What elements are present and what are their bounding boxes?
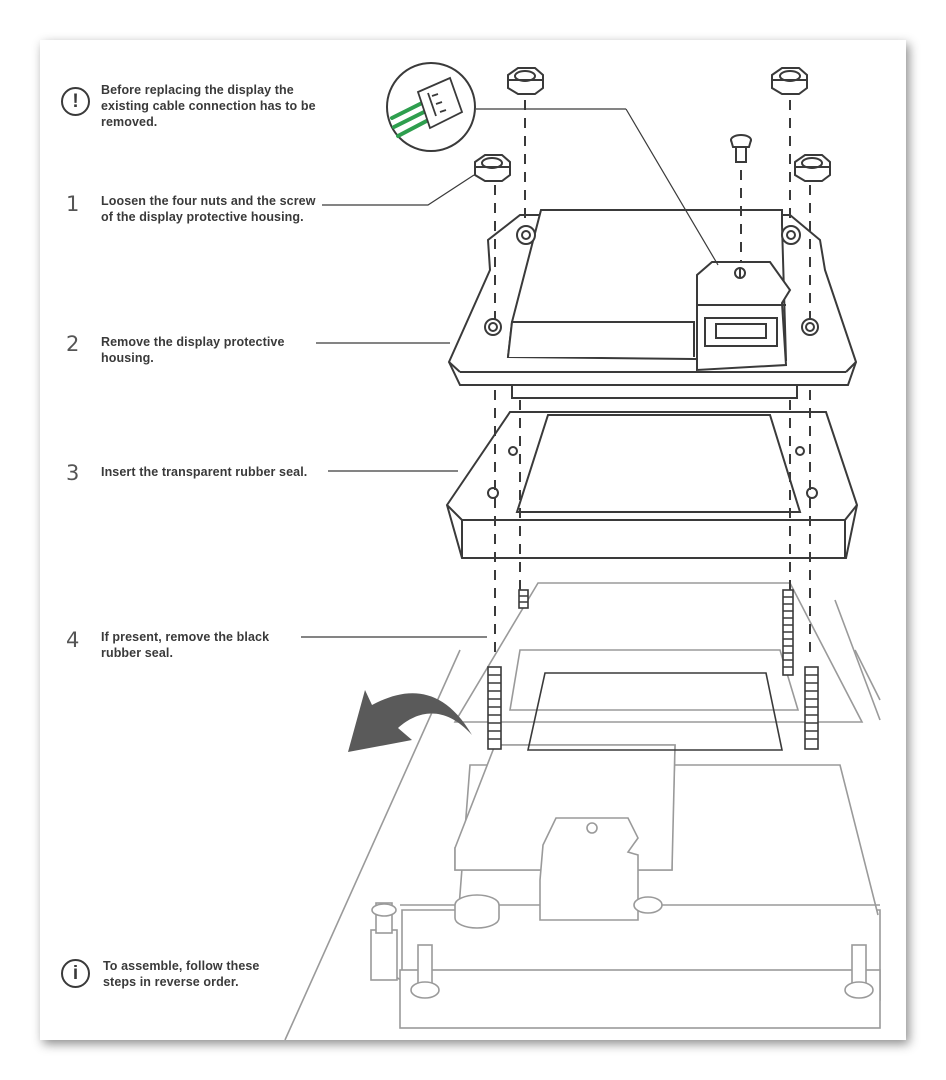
bolt-icon (518, 589, 529, 609)
transparent-rubber-seal (445, 411, 859, 559)
step-2-number: 2 (66, 332, 80, 356)
step-4-text: If present, remove the black rubber seal… (101, 630, 270, 660)
step-3-text: Insert the transparent rubber seal. (101, 465, 308, 479)
bolt-icon (804, 666, 819, 750)
exploded-view-diagram (284, 62, 881, 1040)
alignment-lines (494, 100, 811, 660)
leader-lines (301, 174, 487, 638)
nut-icon (794, 154, 831, 182)
step-2-text: Remove the display protective housing. (101, 335, 285, 365)
bolts (487, 589, 819, 750)
step-1-text: Loosen the four nuts and the screw of th… (101, 194, 316, 224)
nut-icon (474, 154, 511, 182)
nut-icon (507, 67, 544, 95)
fasteners (474, 67, 831, 182)
connector-icon (386, 62, 719, 266)
step-4-number: 4 (66, 628, 80, 652)
bolt-icon (782, 589, 794, 676)
info-icon: i (61, 959, 90, 988)
info-note: To assemble, follow these steps in rever… (103, 959, 260, 989)
warning-note: Before replacing the display the existin… (101, 83, 316, 129)
step-3-number: 3 (66, 461, 80, 485)
base-device (284, 582, 881, 1040)
step-1-number: 1 (66, 192, 80, 216)
display-protective-housing (447, 209, 858, 399)
nut-icon (771, 67, 808, 95)
screw-icon (730, 134, 752, 163)
bolt-icon (487, 666, 502, 750)
instruction-sheet: ! Before replacing the display the exist… (40, 40, 906, 1040)
removal-arrow-icon (348, 690, 472, 752)
warning-icon: ! (61, 87, 90, 116)
